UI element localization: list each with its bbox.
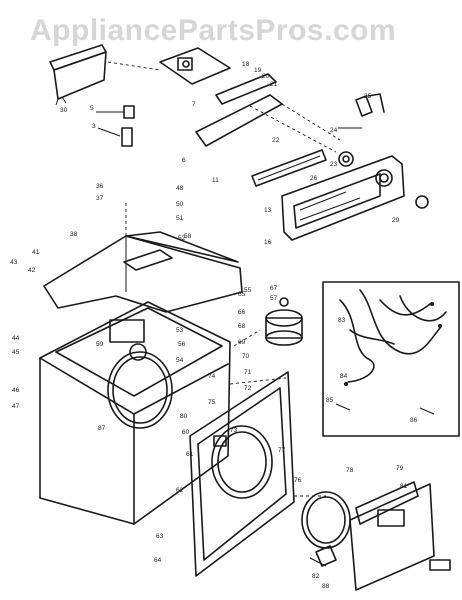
front-panel [189, 371, 295, 577]
part-label: 62 [176, 487, 184, 494]
part-label: 76 [294, 477, 302, 484]
console-rail [49, 44, 107, 106]
part-label: 50 [176, 201, 184, 208]
part-label: 19 [254, 67, 262, 74]
part-label: 23 [330, 161, 338, 168]
part-label: 79 [396, 465, 404, 472]
part-label: 71 [244, 369, 252, 376]
part-labels: 30 5 3 18 19 20 21 7 22 6 11 24 25 23 36… [10, 61, 418, 590]
wire-harness-box [322, 281, 460, 437]
part-label: 43 [10, 259, 18, 266]
part-label: 44 [12, 335, 20, 342]
part-label: 47 [12, 403, 20, 410]
part-label: 18 [242, 61, 250, 68]
part-label: 67 [270, 285, 278, 292]
control-panel [281, 93, 429, 241]
part-label: 5 [90, 105, 94, 112]
part-label: 57 [270, 295, 278, 302]
part-label: 55 [244, 287, 252, 294]
part-label: 13 [264, 207, 272, 214]
part-label: 73 [230, 427, 238, 434]
part-label: 25 [364, 93, 372, 100]
part-label: 38 [70, 231, 78, 238]
part-label: 64 [154, 557, 162, 564]
part-label: 81 [400, 483, 408, 490]
part-label: 29 [392, 217, 400, 224]
part-label: 61 [186, 451, 194, 458]
part-label: 45 [12, 349, 20, 356]
cabinet [39, 301, 231, 525]
part-label: 78 [346, 467, 354, 474]
part-label: 6 [182, 157, 186, 164]
part-label: 36 [96, 183, 104, 190]
part-label: 75 [208, 399, 216, 406]
pump-assembly [265, 297, 303, 346]
part-label: 54 [176, 357, 184, 364]
part-label: 59 [96, 341, 104, 348]
part-label: 65 [238, 291, 246, 298]
door-assembly [301, 481, 451, 591]
part-label: 72 [244, 385, 252, 392]
part-label: 82 [312, 573, 320, 580]
part-label: 52 [178, 235, 186, 242]
part-label: 84 [340, 373, 348, 380]
control-trim-bar [195, 73, 327, 187]
part-label: 20 [262, 73, 270, 80]
part-label: 83 [338, 317, 346, 324]
part-label: 87 [98, 425, 106, 432]
top-cover [43, 231, 243, 313]
part-label: 11 [212, 177, 219, 184]
part-label: 58 [184, 233, 192, 240]
part-label: 41 [32, 249, 40, 256]
part-label: 77 [278, 447, 286, 454]
part-label: 37 [96, 195, 104, 202]
part-label: 26 [310, 175, 318, 182]
part-label: 70 [242, 353, 250, 360]
part-label: 46 [12, 387, 20, 394]
part-label: 85 [326, 397, 334, 404]
part-label: 56 [178, 341, 186, 348]
part-label: 30 [60, 107, 68, 114]
timer-switch-box [159, 47, 231, 85]
part-label: 42 [28, 267, 36, 274]
part-label: 53 [176, 327, 184, 334]
leader-lines [107, 61, 341, 497]
part-label: 63 [156, 533, 164, 540]
part-label: 69 [238, 339, 246, 346]
part-label: 86 [410, 417, 418, 424]
part-label: 80 [180, 413, 188, 420]
part-label: 48 [176, 185, 184, 192]
part-label: 7 [192, 101, 196, 108]
part-label: 74 [208, 373, 216, 380]
part-label: 51 [176, 215, 184, 222]
part-label: 68 [238, 323, 246, 330]
part-label: 66 [238, 309, 246, 316]
knob-assembly [96, 105, 135, 147]
part-label: 24 [330, 127, 338, 134]
part-label: 16 [264, 239, 272, 246]
part-label: 60 [182, 429, 190, 436]
part-label: 3 [92, 123, 96, 130]
part-label: 88 [322, 583, 330, 590]
part-label: 22 [272, 137, 280, 144]
part-label: 21 [270, 81, 278, 88]
